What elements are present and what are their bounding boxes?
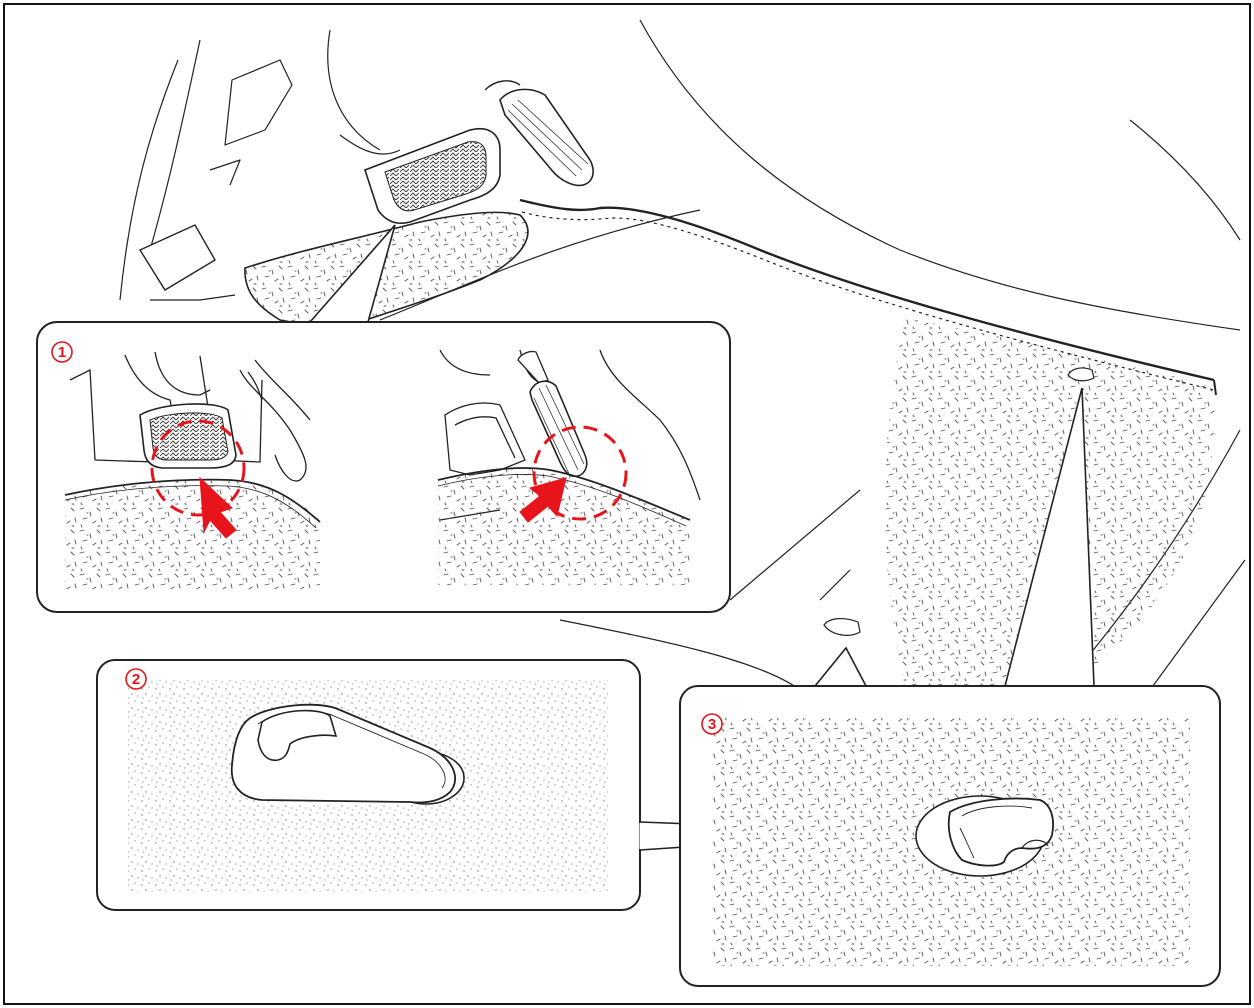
accelerator-pedal [485, 81, 593, 186]
panel-1: 1 [37, 322, 730, 612]
panel-2: 2 [97, 660, 640, 910]
brake-pedal [340, 129, 500, 224]
callout-1-number: 1 [58, 344, 66, 361]
floor-hook-front [824, 619, 860, 636]
floor-mat-front [245, 212, 528, 330]
leader-line-3a [815, 648, 866, 686]
panel-3: 3 [680, 686, 1220, 986]
callout-3-number: 3 [708, 716, 716, 733]
callout-2-number: 2 [132, 671, 140, 688]
